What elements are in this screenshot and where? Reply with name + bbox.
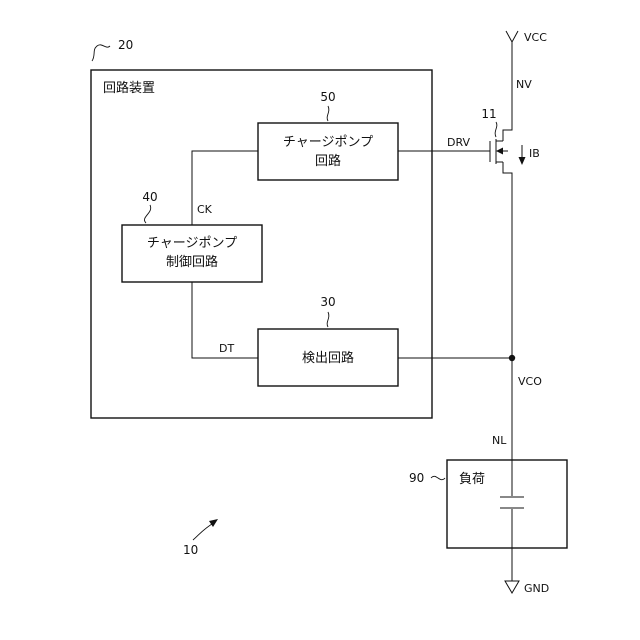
ib-label: IB (529, 147, 540, 160)
drv-signal-label: DRV (447, 136, 471, 149)
load-ref-leader (431, 476, 445, 479)
vcc-symbol (506, 31, 518, 42)
charge-pump-control-label-line1: チャージポンプ (147, 236, 237, 251)
dt-signal-label: DT (219, 342, 234, 355)
charge-pump-ref-leader (327, 106, 329, 121)
charge-pump-ref: 50 (320, 90, 335, 104)
output-wire (503, 162, 512, 460)
gnd-label: GND (524, 582, 549, 595)
detection-ref: 30 (320, 295, 335, 309)
transistor-arrow-icon (496, 148, 503, 155)
vco-junction-dot (509, 355, 515, 361)
charge-pump-label-line2: 回路 (315, 153, 341, 169)
transistor (490, 139, 508, 164)
nv-wire (503, 42, 512, 141)
circuit-device-ref: 20 (118, 38, 133, 52)
figure-number: 10 (183, 543, 198, 557)
load-ref: 90 (409, 471, 424, 485)
charge-pump-control-block (122, 225, 262, 282)
nv-label: NV (516, 78, 532, 91)
transistor-ref-leader (495, 122, 497, 137)
circuit-device-title: 回路装置 (103, 80, 155, 96)
load-label: 負荷 (459, 472, 485, 487)
detection-label: 検出回路 (302, 350, 354, 366)
circuit-device-ref-leader (92, 45, 110, 61)
ck-signal-label: CK (197, 203, 213, 216)
charge-pump-label-line1: チャージポンプ (283, 135, 373, 150)
charge-pump-control-label-line2: 制御回路 (166, 254, 218, 270)
charge-pump-control-ref-leader (144, 205, 150, 223)
vcc-label: VCC (524, 31, 547, 44)
charge-pump-control-ref: 40 (142, 190, 157, 204)
charge-pump-block (258, 123, 398, 180)
figure-ref-arrowhead-icon (209, 519, 218, 527)
detection-ref-leader (327, 312, 329, 327)
ib-arrow-icon (519, 157, 526, 165)
vco-label: VCO (518, 375, 542, 388)
nl-label: NL (492, 434, 507, 447)
gnd-symbol (505, 581, 519, 593)
transistor-ref: 11 (481, 107, 496, 121)
